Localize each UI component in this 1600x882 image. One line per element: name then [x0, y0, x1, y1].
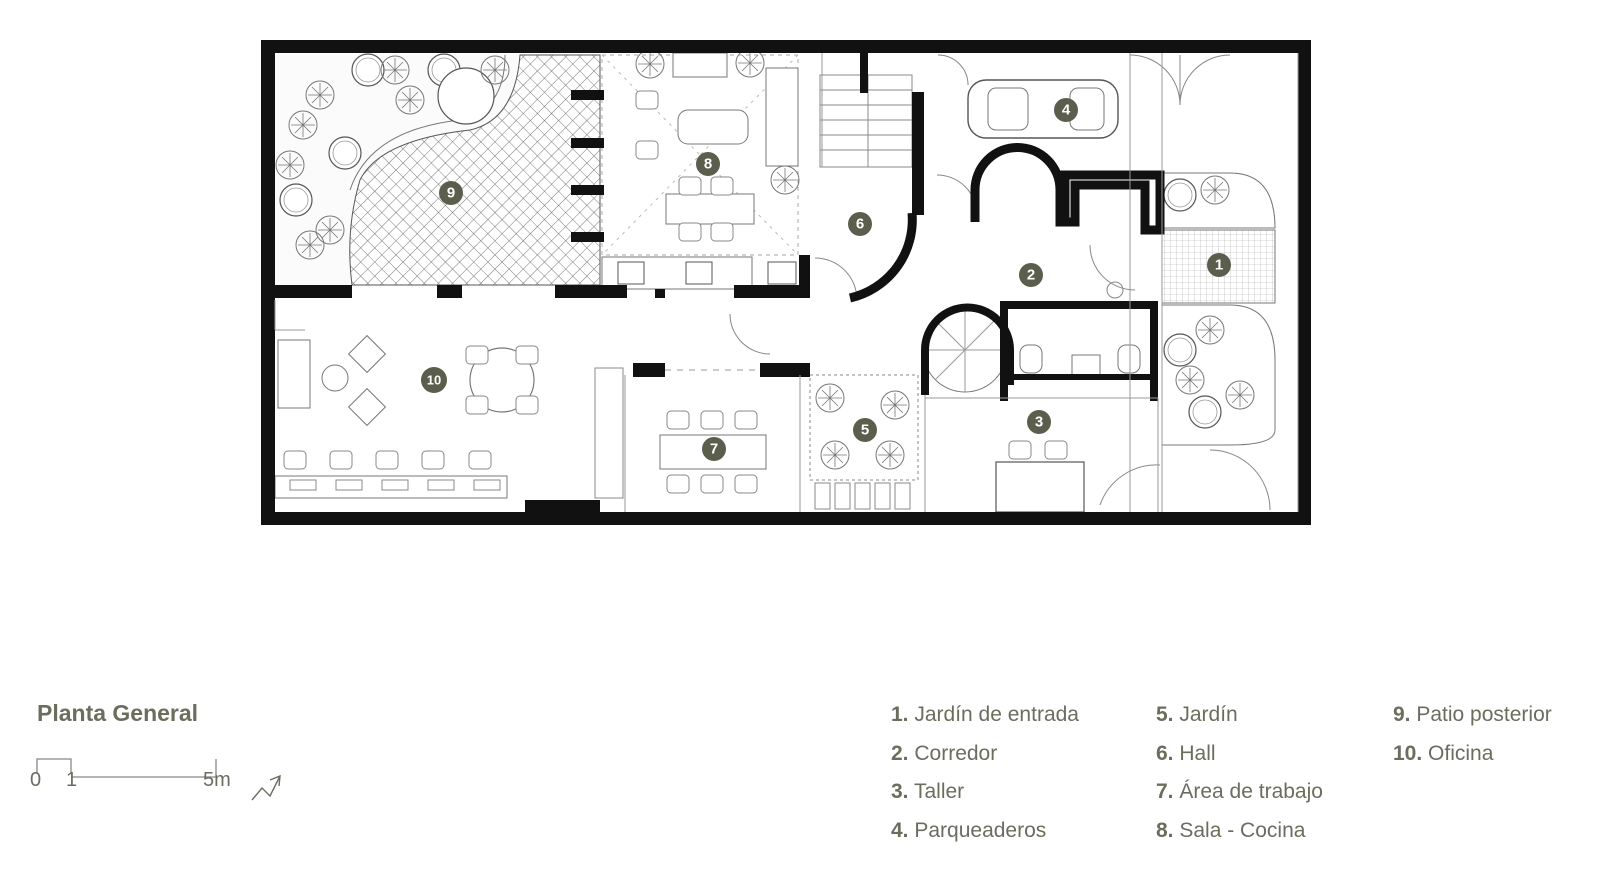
scale-label-5m: 5m [203, 769, 231, 791]
north-arrow-icon [251, 774, 281, 801]
scale-bar [36, 758, 217, 778]
legend-item: 2. Corredor [891, 741, 998, 765]
plan-title: Planta General [37, 700, 199, 726]
oficina-area [274, 334, 539, 499]
scale-label-0: 0 [30, 769, 42, 791]
legend-item: 10. Oficina [1393, 741, 1494, 765]
legend-item: 6. Hall [1156, 741, 1216, 765]
patio-posterior-area [275, 53, 601, 286]
area-trabajo-area [594, 367, 767, 499]
legend-column-1: 1. Jardín de entrada 2. Corredor 3. Tall… [891, 702, 1079, 856]
taller-area [995, 440, 1161, 513]
garage-doors [937, 54, 1231, 106]
legend-column-2: 5. Jardín 6. Hall 7. Área de trabajo 8. … [1156, 702, 1323, 856]
legend-item: 8. Sala - Cocina [1156, 818, 1306, 842]
legend-item: 5. Jardín [1156, 703, 1238, 726]
legend-item: 4. Parqueaderos [891, 818, 1047, 842]
scale-label-1: 1 [66, 769, 78, 791]
sala-cocina-area [601, 48, 800, 290]
legend-item: 9. Patio posterior [1393, 703, 1552, 726]
legend-column-3: 9. Patio posterior 10. Oficina [1393, 702, 1552, 779]
legend-item: 3. Taller [891, 780, 965, 803]
bathroom-fixtures [1019, 344, 1141, 376]
jardin-area [809, 374, 919, 510]
car [967, 79, 1119, 139]
stairs-hall [819, 74, 913, 168]
legend-item: 7. Área de trabajo [1156, 780, 1323, 803]
walls [261, 40, 1311, 525]
jardin-entrada-area [1161, 172, 1276, 511]
legend-item: 1. Jardín de entrada [891, 703, 1079, 726]
partition-lines [274, 53, 1299, 512]
